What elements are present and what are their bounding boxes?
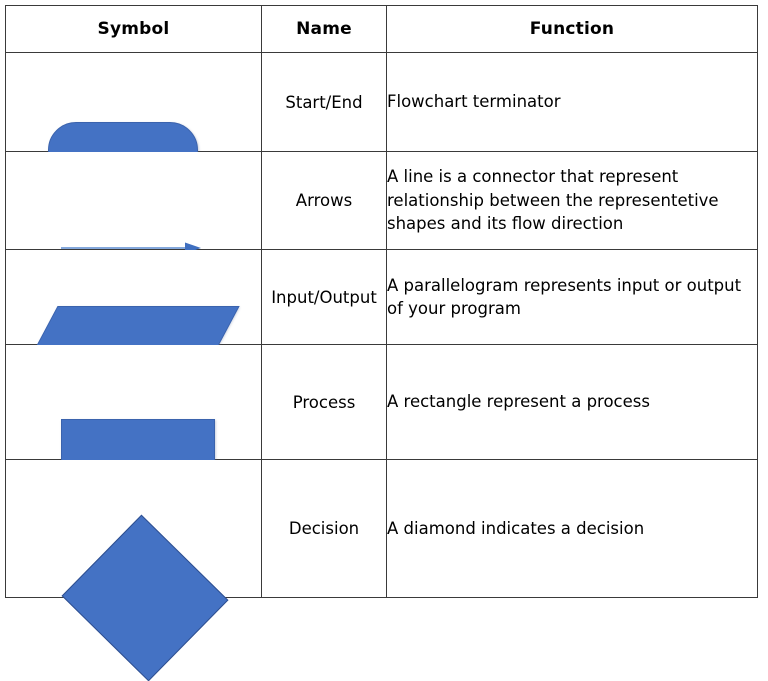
symbol-name-input-output: Input/Output: [261, 249, 387, 345]
symbol-name-start-end: Start/End: [261, 52, 387, 152]
symbol-cell-arrow: [5, 151, 262, 253]
table-row: Process A rectangle represent a process: [5, 344, 758, 489]
symbol-function-start-end: Flowchart terminator: [386, 52, 758, 152]
table-row: Decision A diamond indicates a decision: [5, 459, 758, 681]
diamond-shape-icon: [61, 514, 229, 681]
diamond-inner: [61, 514, 229, 681]
symbol-function-decision: A diamond indicates a decision: [386, 459, 758, 598]
symbol-cell-terminator: [5, 52, 262, 179]
symbol-function-input-output: A parallelogram represents input or outp…: [386, 249, 758, 345]
symbol-function-process: A rectangle represent a process: [386, 344, 758, 460]
table-header-row: Symbol Name Function: [5, 5, 758, 53]
symbol-function-arrows: A line is a connector that represent rel…: [386, 151, 758, 250]
symbol-name-arrows: Arrows: [261, 151, 387, 250]
column-header-name: Name: [261, 5, 387, 53]
column-header-function: Function: [386, 5, 758, 53]
table-row: Arrows A line is a connector that repres…: [5, 151, 758, 253]
table-row: Input/Output A parallelogram represents …: [5, 249, 758, 376]
symbol-cell-diamond: [5, 459, 262, 681]
symbol-cell-rectangle: [5, 344, 262, 489]
symbol-name-process: Process: [261, 344, 387, 460]
flowchart-symbol-reference-sheet: Symbol Name Function Start/End Flowchart…: [5, 5, 758, 681]
symbol-cell-parallelogram: [5, 249, 262, 376]
table-row: Start/End Flowchart terminator: [5, 52, 758, 179]
symbol-name-decision: Decision: [261, 459, 387, 598]
column-header-symbol: Symbol: [5, 5, 262, 53]
flowchart-symbol-table: Symbol Name Function Start/End Flowchart…: [5, 5, 758, 681]
